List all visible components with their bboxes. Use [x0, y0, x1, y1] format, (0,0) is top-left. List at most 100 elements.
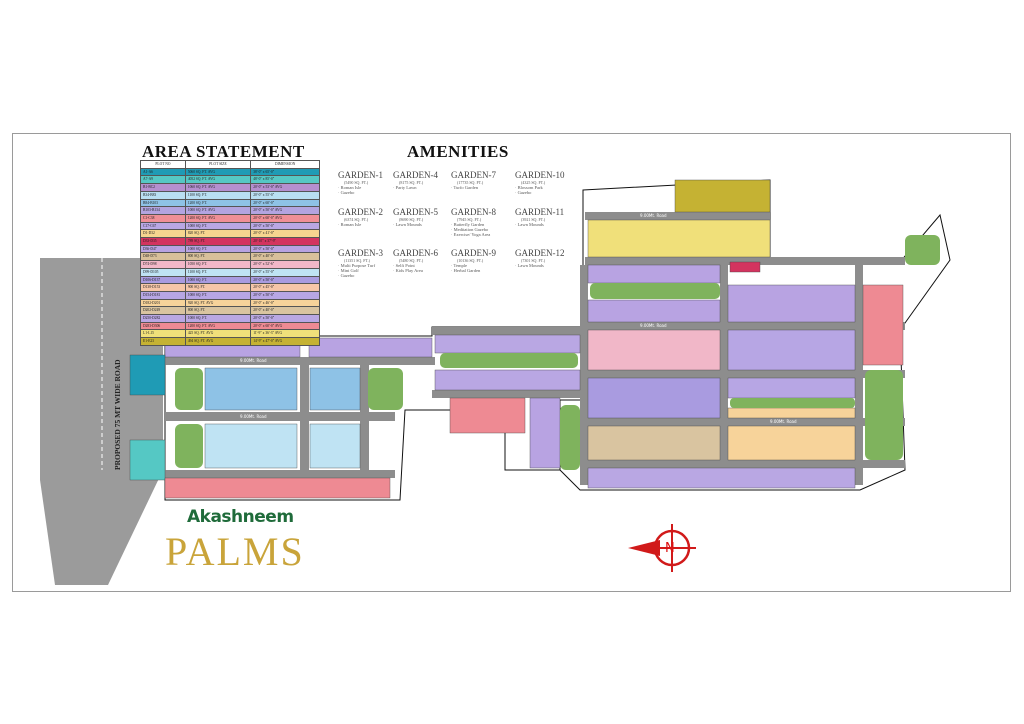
- cell-size: 920 SQ. FT. AVG: [184, 298, 252, 308]
- garden-feature: · Lawn Mounds: [393, 222, 422, 227]
- garden-entry: GARDEN-8 (7945 SQ. FT.)· Butterfly Garde…: [451, 207, 496, 237]
- cell-dim: 20'-10" x 37'-9": [250, 237, 320, 246]
- garden-entry: GARDEN-2 (6374 SQ. FT.)· Roman Isle: [338, 207, 383, 227]
- garden-feature-text: Party Lawn: [395, 185, 417, 190]
- cell-plot: D74-D98: [140, 260, 186, 269]
- cell-plot: C17-C67: [140, 221, 186, 231]
- garden-name: GARDEN-4: [393, 170, 438, 180]
- cell-size: 1100 SQ. FT.: [184, 190, 252, 200]
- cell-plot: D99-D105: [140, 267, 186, 277]
- cell-plot: D138-D153: [140, 283, 186, 292]
- cell-size: 1000 SQ. FT.: [184, 244, 252, 254]
- garden-feature: · Mini Golf: [338, 268, 359, 273]
- cell-plot: D154-D181: [140, 290, 186, 300]
- garden-feature-text: Roman Isle: [340, 222, 362, 227]
- cell-dim: 38'-0" x 65'-0": [250, 167, 320, 177]
- garden-feature-text: Meditation Gazebo: [453, 227, 489, 232]
- col-plot-no: PLOT NO: [140, 160, 186, 169]
- garden-name: GARDEN-8: [451, 207, 496, 217]
- col-dimension: DIMENSION: [250, 160, 320, 169]
- cell-size: 1000 SQ. FT. AVG: [184, 206, 252, 215]
- cell-dim: 20'-0" x 50'-0": [250, 275, 320, 285]
- garden-area: (6374 SQ. FT.): [344, 217, 369, 222]
- north-compass: [628, 524, 696, 572]
- cell-dim: 14'-9" x 47'-0" AVG: [250, 337, 320, 346]
- garden-feature-text: Lawn Mounds: [517, 222, 544, 227]
- cell-size: 1050 SQ. FT.: [184, 260, 252, 269]
- garden-entry: GARDEN-12 (7301 SQ. FT.)· Lawn Mounds: [515, 248, 565, 268]
- plot-blocks: [129, 179, 904, 499]
- garden-feature: · Kids Play Area: [393, 268, 423, 273]
- cell-size: 800 SQ. FT.: [184, 252, 252, 262]
- cell-plot: D106-D137: [140, 275, 186, 285]
- cell-plot: D33-D35: [140, 237, 186, 246]
- garden-feature: · Gazebo: [338, 273, 355, 278]
- cell-size: 5060 SQ. FT. AVG: [184, 167, 252, 177]
- cell-plot: A1-A6: [140, 167, 186, 177]
- cell-size: 1200 SQ. FT.: [184, 198, 252, 208]
- cell-size: 1200 SQ. FT. AVG: [184, 321, 252, 331]
- cell-plot: B84-B103: [140, 198, 186, 208]
- garden-area: (7301 SQ. FT.): [521, 258, 546, 263]
- cell-dim: 20'-0" x 52'-6": [250, 260, 320, 269]
- garden-entry: GARDEN-7 (17735 SQ. FT.)· Turfo Garden: [451, 170, 496, 190]
- cell-dim: 20'-0" x 53'-0" AVG: [250, 183, 320, 192]
- garden-feature: · Lawn Mounds: [515, 222, 544, 227]
- garden-feature: · Herbal Garden: [451, 268, 481, 273]
- cell-dim: 20'-0" x 50'-0" AVG: [250, 206, 320, 215]
- garden-feature-text: Multi Purpose Turf: [340, 263, 376, 268]
- garden-entry: GARDEN-10 (4325 SQ. FT.)· Blossom Park· …: [515, 170, 565, 195]
- internal-roads: [165, 212, 905, 485]
- garden-feature: · Roman Isle: [338, 222, 362, 227]
- road-label: 9.00Mt. Road: [770, 419, 797, 424]
- garden-feature: · Lawn Mounds: [515, 263, 544, 268]
- cell-dim: 20'-0" x 55'-0": [250, 190, 320, 200]
- garden-name: GARDEN-6: [393, 248, 438, 258]
- cell-size: 494 SQ. FT. AVG: [184, 337, 252, 346]
- garden-feature-text: Roman Isle: [340, 185, 362, 190]
- amenities-list: GARDEN-1 (5490 SQ. FT.)· Roman Isle· Gaz…: [338, 170, 578, 290]
- road-label: 9.00Mt. Road: [240, 414, 267, 419]
- garden-name: GARDEN-10: [515, 170, 565, 180]
- garden-area: (7945 SQ. FT.): [457, 217, 482, 222]
- garden-entry: GARDEN-6 (5480 SQ. FT.)· Selfi Point· Ki…: [393, 248, 438, 273]
- area-statement-title: AREA STATEMENT: [142, 142, 305, 161]
- garden-entry: GARDEN-9 (10136 SQ. FT.)· Temple· Herbal…: [451, 248, 496, 273]
- cell-plot: D182-D201: [140, 298, 186, 308]
- cell-dim: 48'-0" x 85'-0": [250, 175, 320, 185]
- cell-dim: 20'-0" x 60'-0": [250, 198, 320, 208]
- drawing-frame: [12, 133, 1011, 592]
- cell-dim: 20'-0" x 50'-0": [250, 221, 320, 231]
- garden-name: GARDEN-2: [338, 207, 383, 217]
- cell-size: 789 SQ. FT.: [184, 237, 252, 246]
- cell-size: 1000 SQ. FT.: [184, 314, 252, 323]
- garden-feature: · Roman Isle: [338, 185, 362, 190]
- garden-feature: · Gazebo: [515, 190, 532, 195]
- garden-feature: · Selfi Point: [393, 263, 415, 268]
- garden-name: GARDEN-9: [451, 248, 496, 258]
- cell-plot: B34-B83: [140, 190, 186, 200]
- cell-dim: 20'-0" x 50'-0": [250, 314, 320, 323]
- road-label: 9.00Mt. Road: [640, 323, 667, 328]
- garden-feature: · Exercise/ Yoga Area: [451, 232, 491, 237]
- cell-plot: B103-B134: [140, 206, 186, 215]
- cell-dim: 20'-0" x 50'-0": [250, 244, 320, 254]
- garden-feature: · Butterfly Garden: [451, 222, 485, 227]
- cell-plot: E1-E23: [140, 337, 186, 346]
- garden-feature-text: Gazebo: [340, 273, 355, 278]
